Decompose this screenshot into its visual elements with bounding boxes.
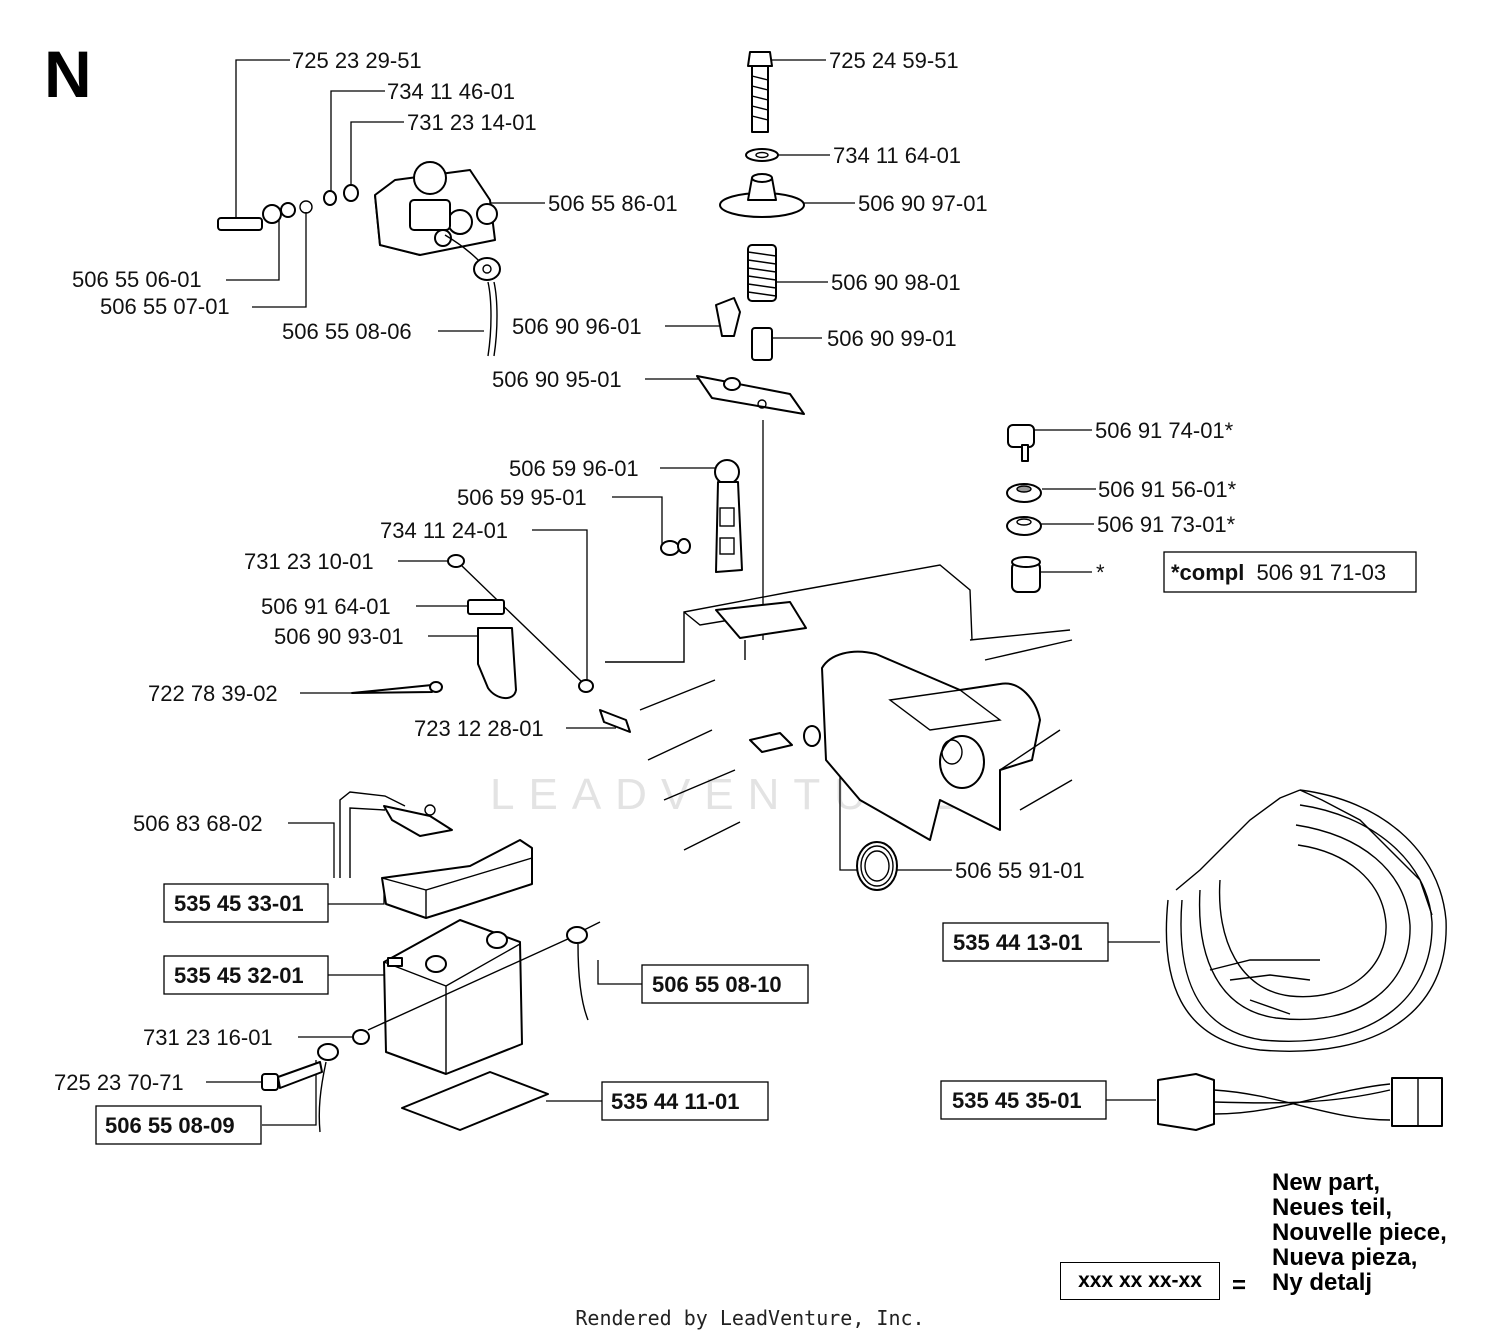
- part-label-731-23-10-01[interactable]: 731 23 10-01: [244, 549, 374, 574]
- part-label-734-11-64-01[interactable]: 734 11 64-01: [833, 143, 961, 168]
- legend-new-part: New part, Neues teil, Nouvelle piece, Nu…: [1272, 1170, 1447, 1295]
- part-label-506-55-08-09[interactable]: 506 55 08-09: [105, 1113, 235, 1138]
- part-label-535-45-33-01[interactable]: 535 45 33-01: [174, 891, 304, 916]
- part-label-506-55-08-06[interactable]: 506 55 08-06: [282, 319, 412, 344]
- shift-lever-stack: [696, 51, 805, 415]
- legend-line-sv: Ny detalj: [1272, 1269, 1373, 1296]
- part-label-506-90-93-01[interactable]: 506 90 93-01: [274, 624, 404, 649]
- footer-credit: Rendered by LeadVenture, Inc.: [575, 1306, 925, 1330]
- compl-note-number: 506 91 71-03: [1256, 560, 1386, 585]
- part-label-535-44-13-01[interactable]: 535 44 13-01: [953, 930, 1083, 955]
- part-label-506-91-64-01[interactable]: 506 91 64-01: [261, 594, 391, 619]
- legend-line-fr: Nouvelle piece,: [1272, 1219, 1447, 1246]
- legend-placeholder-box: xxx xx xx-xx: [1060, 1262, 1220, 1300]
- solenoid-assembly: [217, 161, 498, 256]
- part-label-734-11-24-01[interactable]: 734 11 24-01: [380, 518, 508, 543]
- part-label-535-44-11-01[interactable]: 535 44 11-01: [611, 1089, 739, 1114]
- part-labels: 725 23 29-51 734 11 46-01 731 23 14-01 5…: [54, 48, 1237, 1138]
- part-label-723-12-28-01[interactable]: 723 12 28-01: [414, 716, 544, 741]
- part-label-506-55-07-01[interactable]: 506 55 07-01: [100, 294, 230, 319]
- part-label-725-23-70-71[interactable]: 725 23 70-71: [54, 1070, 184, 1095]
- part-label-722-78-39-02[interactable]: 722 78 39-02: [148, 681, 278, 706]
- frame-and-brackets: [605, 564, 1073, 851]
- new-part-frames: [95, 883, 1109, 1145]
- part-label-506-83-68-02[interactable]: 506 83 68-02: [133, 811, 263, 836]
- leader-lines: [206, 59, 1160, 1126]
- compl-note: *compl 506 91 71-03: [1163, 551, 1417, 593]
- compl-note-prefix: *compl: [1171, 560, 1244, 585]
- part-label-535-45-32-01[interactable]: 535 45 32-01: [174, 963, 304, 988]
- part-label-731-23-14-01[interactable]: 731 23 14-01: [407, 110, 537, 135]
- legend-line-de: Neues teil,: [1272, 1194, 1393, 1221]
- section-letter: N: [44, 37, 92, 111]
- part-label-506-55-86-01[interactable]: 506 55 86-01: [548, 191, 678, 216]
- cable-506-55-08-06: [444, 234, 501, 357]
- part-label-506-59-95-01[interactable]: 506 59 95-01: [457, 485, 587, 510]
- part-label-506-55-08-10[interactable]: 506 55 08-10: [652, 972, 782, 997]
- part-label-725-23-29-51[interactable]: 725 23 29-51: [292, 48, 422, 73]
- part-label-506-90-97-01[interactable]: 506 90 97-01: [858, 191, 988, 216]
- part-label-506-90-96-01[interactable]: 506 90 96-01: [512, 314, 642, 339]
- part-label-506-55-06-01[interactable]: 506 55 06-01: [72, 267, 202, 292]
- part-label-506-90-98-01[interactable]: 506 90 98-01: [831, 270, 961, 295]
- battery-assembly: [261, 791, 601, 1133]
- legend-line-es: Nueva pieza,: [1272, 1244, 1418, 1271]
- part-label-506-91-56-01[interactable]: 506 91 56-01*: [1098, 477, 1237, 502]
- brake-lever-and-switch: [351, 459, 743, 733]
- part-label-731-23-16-01[interactable]: 731 23 16-01: [143, 1025, 273, 1050]
- part-label-506-91-74-01[interactable]: 506 91 74-01*: [1095, 418, 1234, 443]
- wiring-harness: [1157, 789, 1447, 1131]
- part-label-725-24-59-51[interactable]: 725 24 59-51: [829, 48, 959, 73]
- ignition-key-switch: [1006, 424, 1042, 593]
- legend-equals: =: [1232, 1272, 1247, 1299]
- bearing-506-55-91-01: [856, 841, 898, 891]
- compl-note-text: *compl 506 91 71-03: [1171, 560, 1386, 585]
- part-label-asterisk[interactable]: *: [1096, 560, 1105, 585]
- part-label-506-90-99-01[interactable]: 506 90 99-01: [827, 326, 957, 351]
- part-label-506-91-73-01[interactable]: 506 91 73-01*: [1097, 512, 1236, 537]
- part-label-535-45-35-01[interactable]: 535 45 35-01: [952, 1088, 1082, 1113]
- part-label-734-11-46-01[interactable]: 734 11 46-01: [387, 79, 515, 104]
- part-label-506-55-91-01[interactable]: 506 55 91-01: [955, 858, 1085, 883]
- part-label-506-90-95-01[interactable]: 506 90 95-01: [492, 367, 622, 392]
- part-label-506-59-96-01[interactable]: 506 59 96-01: [509, 456, 639, 481]
- legend-line-en: New part,: [1272, 1169, 1381, 1196]
